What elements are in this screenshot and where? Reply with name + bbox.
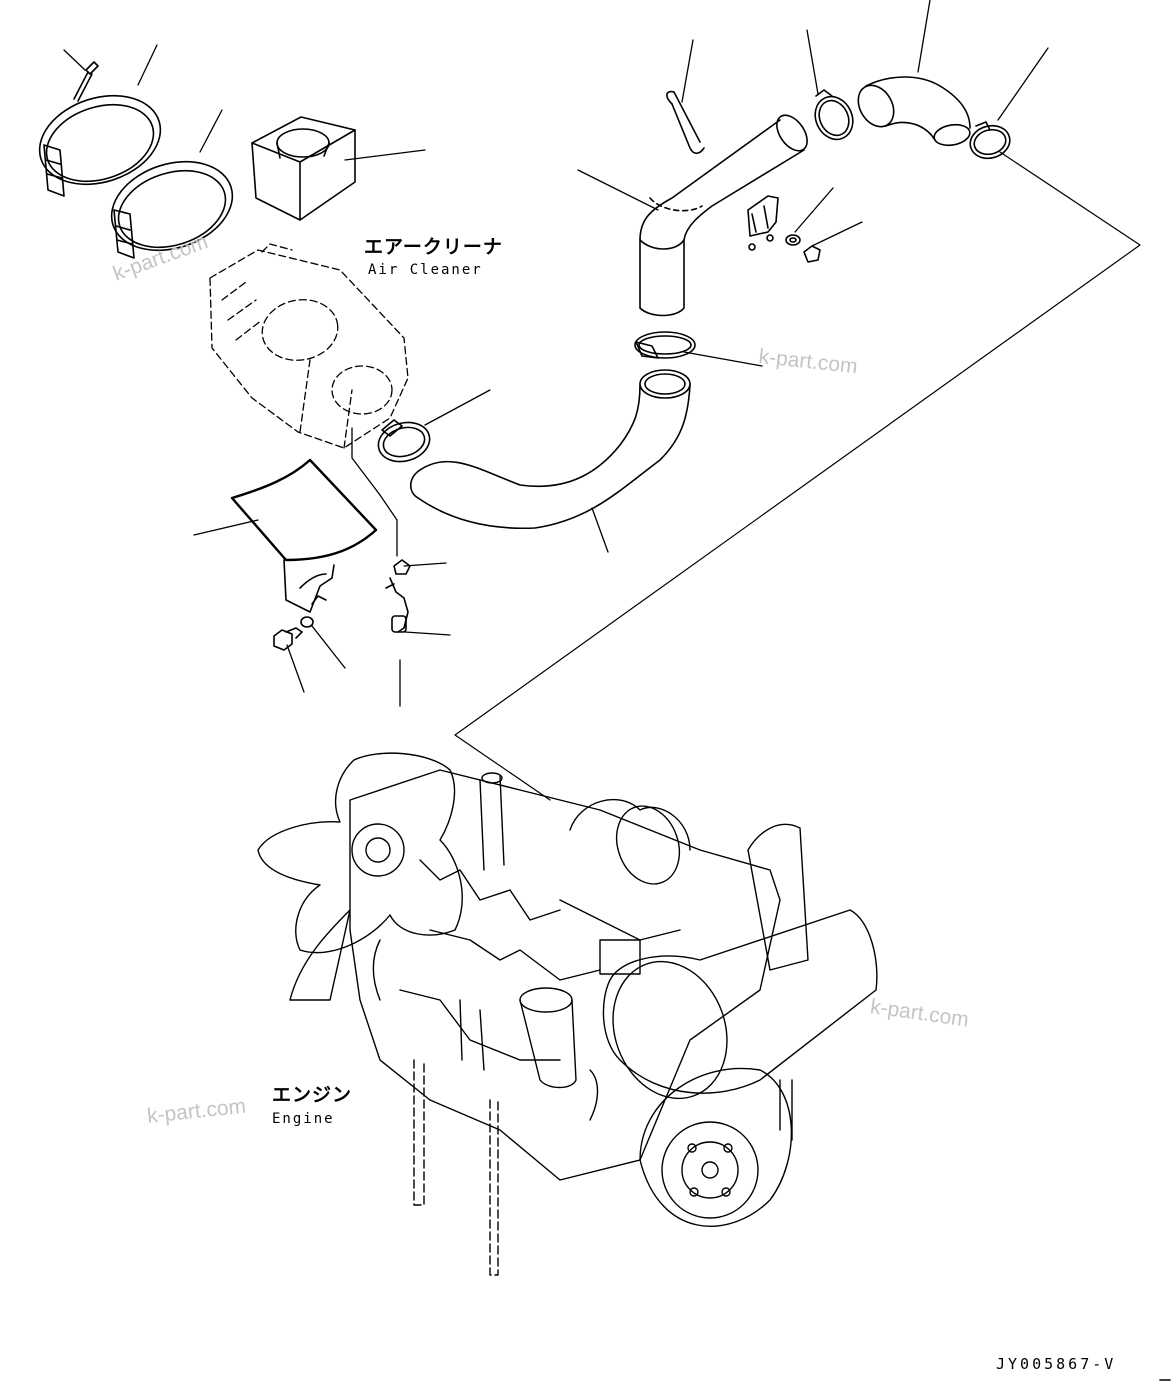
air-cleaner-body bbox=[209, 243, 409, 449]
hose-clamp-small bbox=[377, 419, 431, 463]
pipe-bracket bbox=[747, 195, 779, 251]
inlet-cover bbox=[251, 116, 356, 221]
drawing-code: JY005867-V bbox=[996, 1355, 1117, 1373]
engine-label-ja: エンジン bbox=[272, 1084, 353, 1106]
engine-label-en: Engine bbox=[272, 1111, 335, 1127]
intake-hose-lower bbox=[409, 369, 691, 530]
mounting-band-lower bbox=[110, 160, 234, 259]
guard-bolt bbox=[273, 627, 303, 651]
hose-clamp-elbow-left bbox=[814, 89, 854, 141]
assembly-guide-line bbox=[454, 151, 1141, 801]
nut bbox=[803, 245, 821, 263]
hose-clamp-elbow-right bbox=[969, 121, 1011, 160]
bolt bbox=[73, 61, 99, 102]
flywheel bbox=[661, 1121, 759, 1219]
dust-indicator bbox=[385, 559, 411, 633]
muffler bbox=[602, 909, 878, 1094]
engine-assembly bbox=[257, 752, 878, 1276]
hose-clamp-middle bbox=[634, 331, 696, 359]
intake-pipe-upper bbox=[639, 114, 808, 317]
air-cleaner-label-ja: エアークリーナ bbox=[364, 236, 503, 258]
mounting-band-upper bbox=[38, 94, 162, 197]
leader-lines bbox=[63, 0, 1049, 707]
washer bbox=[785, 234, 801, 246]
hose-clip bbox=[666, 90, 705, 155]
guard-plate bbox=[230, 458, 378, 613]
guard-washer bbox=[300, 616, 314, 628]
elbow-hose bbox=[857, 76, 971, 147]
cooling-fan bbox=[257, 752, 463, 954]
air-cleaner-label-en: Air Cleaner bbox=[368, 262, 483, 278]
